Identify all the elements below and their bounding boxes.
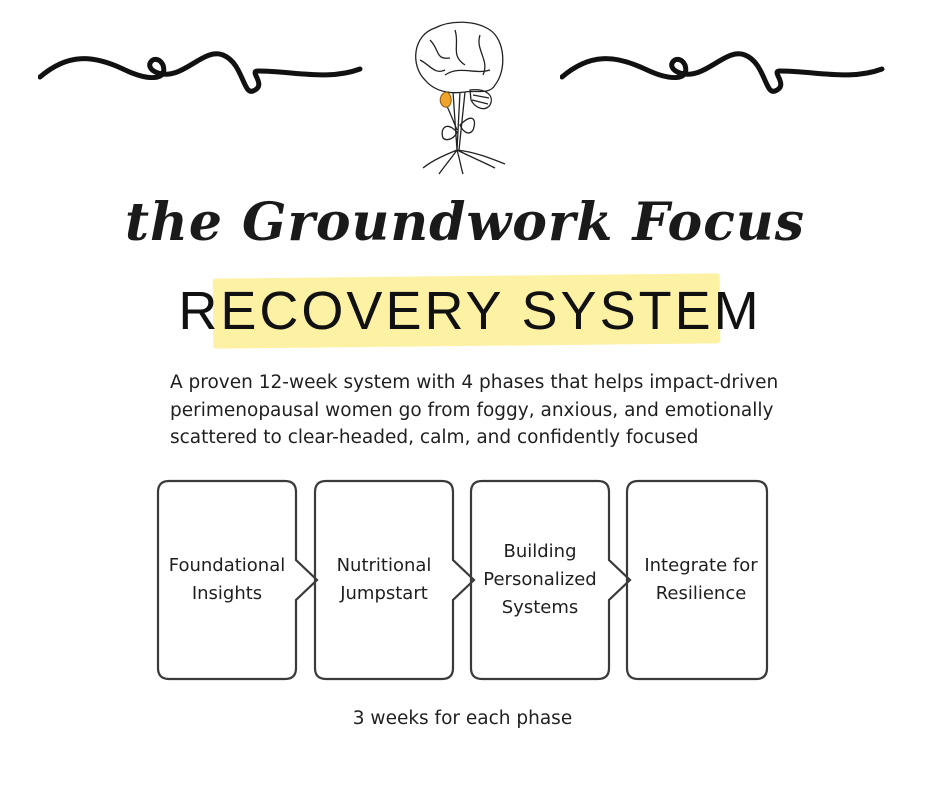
page-subtitle: RECOVERY SYSTEM: [178, 281, 762, 341]
footer-note: 3 weeks for each phase: [352, 708, 573, 729]
swirl-divider-icon: [560, 51, 885, 94]
description-text: A proven 12-week system with 4 phases th…: [170, 372, 779, 448]
chevron-box-icon: [469, 479, 632, 681]
chevron-box-icon: [313, 479, 476, 681]
phase-label: Integrate for Resilience: [644, 555, 758, 604]
brain-plant-icon: [415, 21, 506, 175]
box-icon: [625, 479, 769, 681]
phase-card: Nutritional Jumpstart: [313, 479, 476, 681]
chevron-box-icon: [156, 479, 319, 681]
swirl-divider-icon: [38, 51, 363, 94]
phase-label: Building Personalized Systems: [483, 541, 597, 618]
phase-label: Nutritional Jumpstart: [336, 555, 432, 604]
phase-label: Foundational Insights: [168, 555, 286, 604]
page-title: the Groundwork Focus: [125, 192, 805, 253]
phase-card: Building Personalized Systems: [469, 479, 632, 681]
phase-card: Integrate for Resilience: [625, 479, 769, 681]
phase-card: Foundational Insights: [156, 479, 319, 681]
